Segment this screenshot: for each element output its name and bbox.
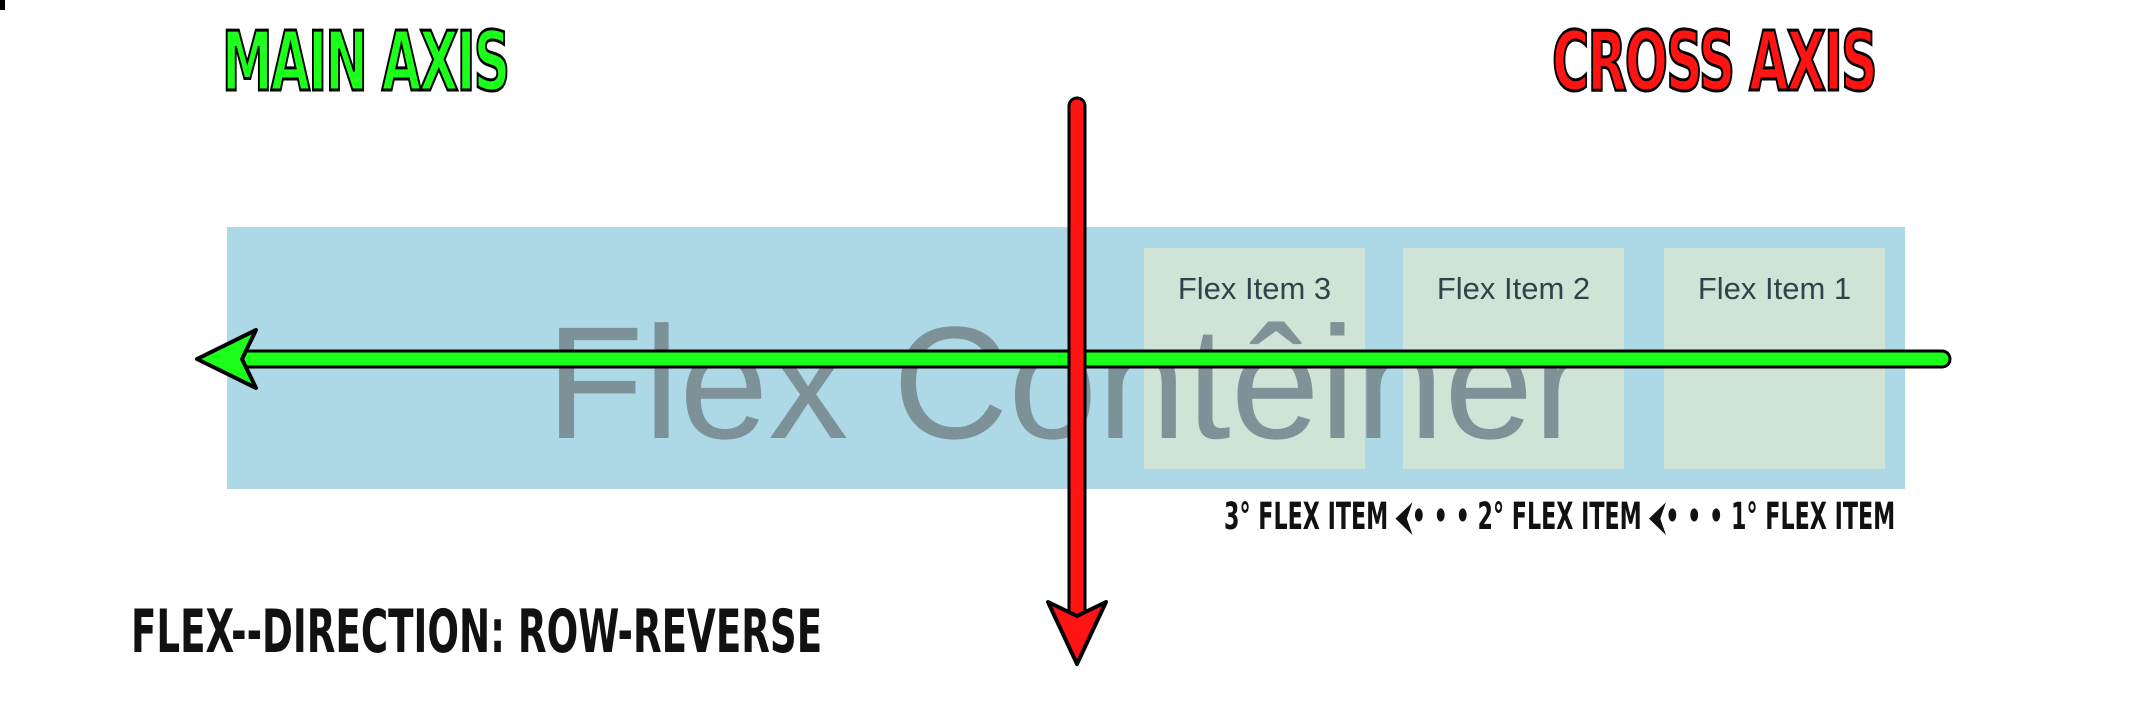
cross-axis-arrow (1046, 96, 1108, 666)
cross-axis-title: CROSS AXIS (1551, 15, 1879, 110)
flex-direction-label: FLEX--DIRECTION: ROW-REVERSE (131, 597, 823, 667)
flex-item-3-label: Flex Item 3 (1177, 271, 1332, 306)
corner-mark (0, 0, 5, 10)
item-order-note: 3° FLEX ITEM ⮜• • • 2° FLEX ITEM ⮜• • • … (1224, 495, 1896, 538)
flex-item-1-label: Flex Item 1 (1697, 271, 1852, 306)
flex-item-2-label: Flex Item 2 (1436, 271, 1591, 306)
main-axis-title: MAIN AXIS (221, 15, 511, 110)
flex-container-label: Flex Contêiner (546, 293, 1587, 472)
